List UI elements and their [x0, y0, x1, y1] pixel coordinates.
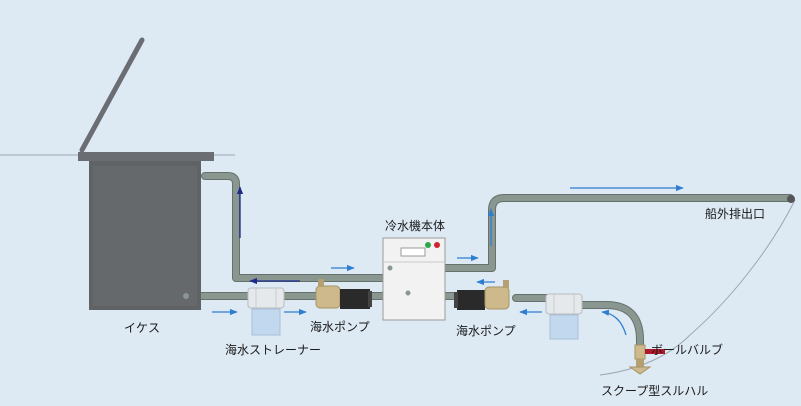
seawater-pump-icon: [315, 279, 372, 309]
ball-valve-label: ボールバルブ: [651, 343, 724, 357]
strainer-label: 海水ストレーナー: [225, 343, 322, 357]
flow-arrow: [601, 309, 627, 336]
flow-arrows: [212, 184, 684, 336]
overboard-outlet-icon: [787, 195, 795, 203]
seawater-strainer-icon-right: [545, 293, 583, 340]
chiller-unit-icon: [382, 237, 446, 321]
outlet-label: 船外排出口: [705, 207, 766, 221]
pump-left-label: 海水ポンプ: [310, 320, 370, 334]
pump-right-label: 海水ポンプ: [456, 324, 516, 338]
tank-label: イケス: [124, 321, 161, 335]
scoop-through-hull-icon: [628, 359, 652, 375]
seawater-pump-icon-right: [454, 280, 510, 310]
fish-tank-icon: [78, 37, 214, 310]
chiller-label: 冷水機本体: [385, 219, 446, 233]
seawater-strainer-icon: [247, 287, 285, 336]
scoop-label: スクープ型スルハル: [601, 384, 709, 398]
